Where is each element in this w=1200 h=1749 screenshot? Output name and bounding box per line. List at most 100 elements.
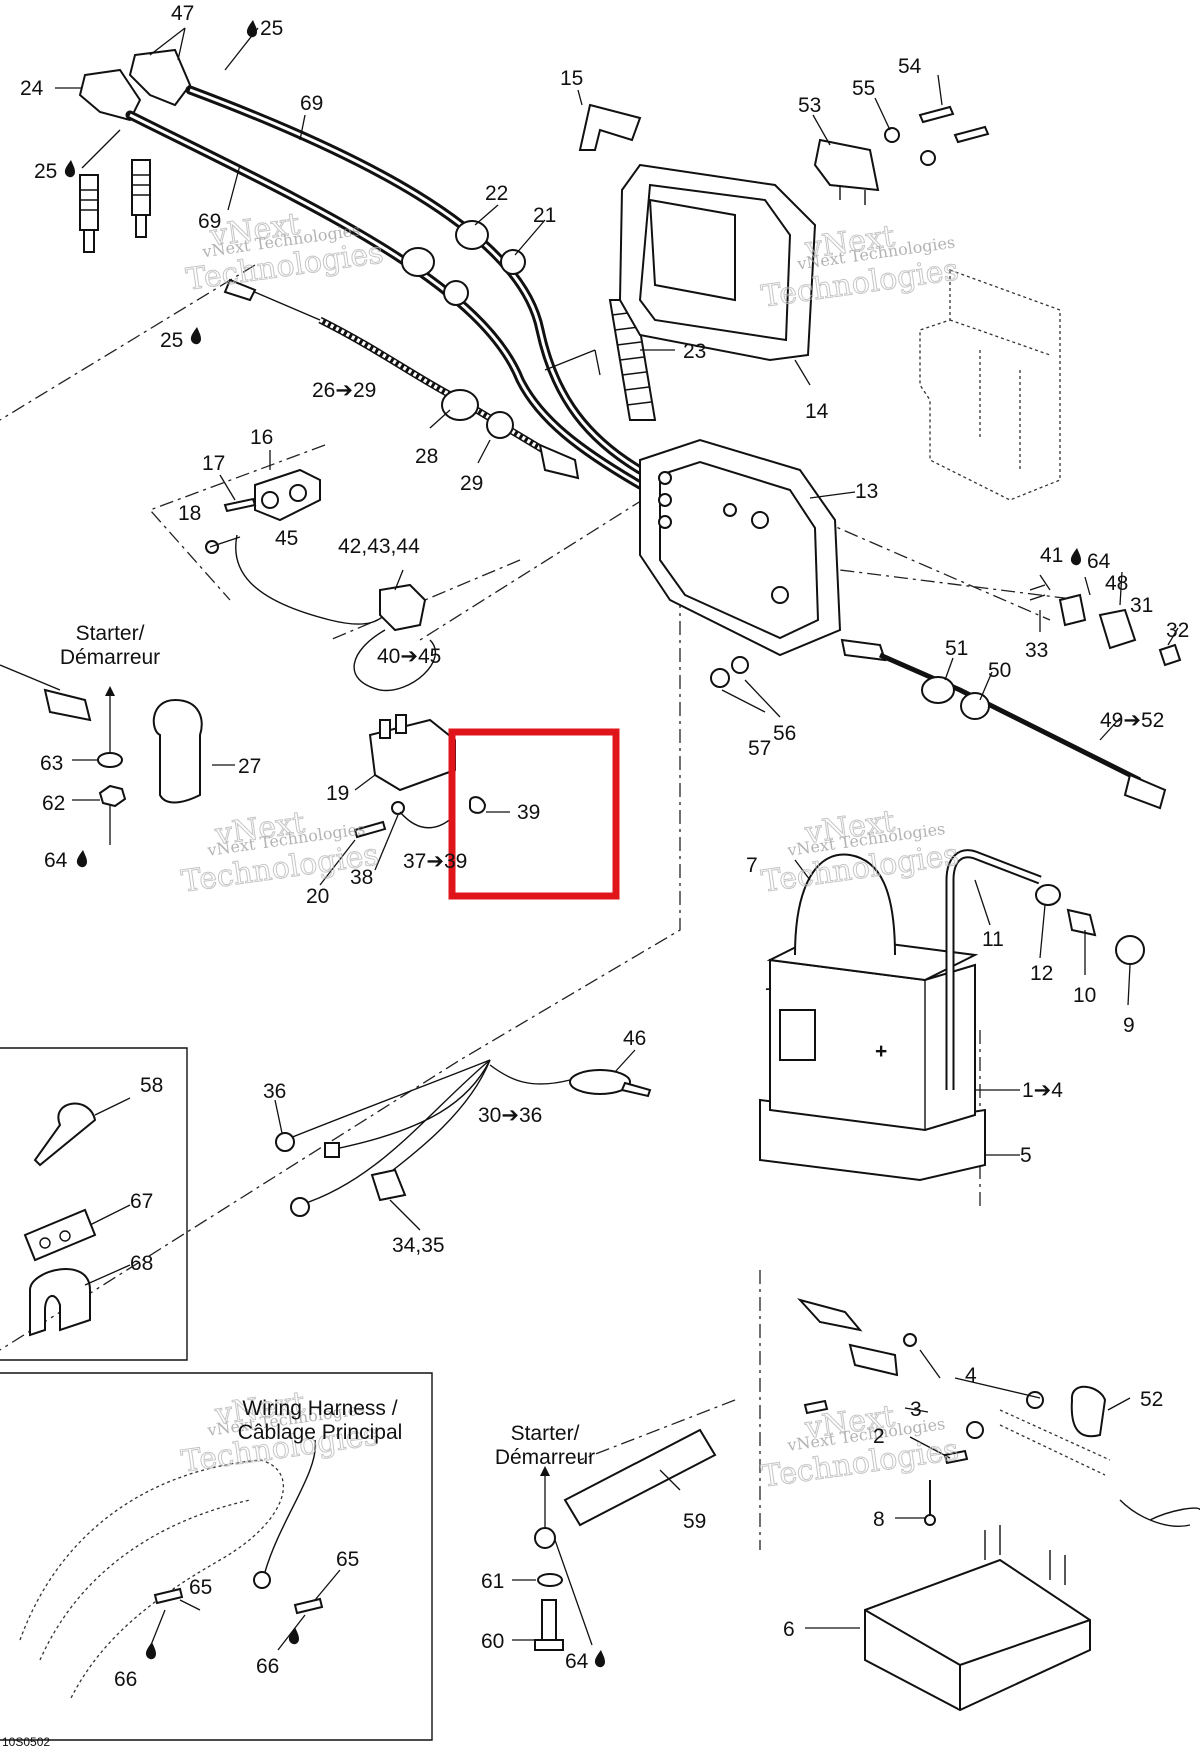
callout-19: 19 xyxy=(326,782,349,805)
callout-65: 65 xyxy=(336,1548,359,1571)
callout-21: 21 xyxy=(533,204,556,227)
starter-caption-line2: Démarreur xyxy=(495,1446,595,1469)
callout-25: 25 xyxy=(34,160,57,183)
callout-65: 65 xyxy=(189,1576,212,1599)
callout-41: 41 xyxy=(1040,544,1063,567)
callout-2: 2 xyxy=(873,1425,885,1448)
callout-26-29: 26➔29 xyxy=(312,379,376,402)
starter-solenoid xyxy=(205,468,391,625)
callout-50: 50 xyxy=(988,659,1011,682)
callout-23: 23 xyxy=(683,340,706,363)
battery-cable xyxy=(840,638,1167,810)
callout-20: 20 xyxy=(306,885,329,908)
callout-69: 69 xyxy=(198,210,221,233)
connector-plug xyxy=(353,583,437,692)
callout-38: 38 xyxy=(350,866,373,889)
callout-11: 11 xyxy=(982,928,1004,951)
voltage-regulator xyxy=(813,105,990,205)
wiring-harness-branch xyxy=(275,1059,491,1217)
reference-lines xyxy=(0,264,1081,1550)
callout-55: 55 xyxy=(852,77,875,100)
nut-washer xyxy=(710,656,749,688)
callout-64: 64 xyxy=(44,849,68,872)
callout-37-39: 37➔39 xyxy=(403,850,467,873)
harness-caption-line1: Wiring Harness / xyxy=(242,1397,397,1420)
callout-56: 56 xyxy=(773,722,796,745)
starter-cable-end xyxy=(0,664,203,808)
callout-30-36: 30➔36 xyxy=(478,1104,542,1127)
callout-7: 7 xyxy=(746,854,758,877)
callout-66: 66 xyxy=(256,1655,279,1678)
inset-harness-box xyxy=(0,1372,433,1741)
clip xyxy=(578,103,642,151)
battery-minus-sign: - xyxy=(765,977,772,1000)
callout-67: 67 xyxy=(130,1190,153,1213)
callout-25: 25 xyxy=(160,329,183,352)
callout-6: 6 xyxy=(783,1618,795,1641)
callout-36: 36 xyxy=(263,1080,286,1103)
callout-64: 64 xyxy=(565,1650,589,1673)
callout-1-4: 1➔4 xyxy=(1022,1079,1063,1102)
callout-54: 54 xyxy=(898,55,922,78)
callout-46: 46 xyxy=(623,1027,646,1050)
leader-lines xyxy=(55,27,1179,1656)
callout-5: 5 xyxy=(1020,1144,1032,1167)
oil-drop-icon xyxy=(594,1650,605,1668)
callout-63: 63 xyxy=(40,752,63,775)
throttle-cable xyxy=(223,278,580,480)
callout-27: 27 xyxy=(238,755,261,778)
electronic-module xyxy=(618,163,817,362)
callout-48: 48 xyxy=(1105,572,1128,595)
oil-drop-icon xyxy=(190,327,201,345)
callout-68: 68 xyxy=(130,1252,153,1275)
callout-9: 9 xyxy=(1123,1014,1135,1037)
callout-53: 53 xyxy=(798,94,821,117)
battery-cable-bottom xyxy=(796,1298,1200,1527)
callout-51: 51 xyxy=(945,637,968,660)
starter-cable-bottom xyxy=(534,1428,717,1651)
electrical-box xyxy=(639,438,842,657)
callout-22: 22 xyxy=(485,182,508,205)
callout-28: 28 xyxy=(415,445,438,468)
callout-25: 25 xyxy=(260,17,283,40)
inset-clips-box xyxy=(0,1047,188,1361)
callout-16: 16 xyxy=(250,426,273,449)
oil-drop-icon xyxy=(1070,548,1081,566)
oil-drop-icon xyxy=(288,1627,299,1645)
callout-59: 59 xyxy=(683,1510,706,1533)
callout-39: 39 xyxy=(517,801,540,824)
callout-10: 10 xyxy=(1073,984,1096,1007)
harness-caption-line2: Câblage Principal xyxy=(238,1421,403,1444)
battery: - + xyxy=(759,849,1145,1182)
ignition-cables xyxy=(125,85,645,490)
callout-34-35: 34,35 xyxy=(392,1234,445,1257)
battery-plus-sign: + xyxy=(875,1040,887,1063)
callout-15: 15 xyxy=(560,67,583,90)
callout-60: 60 xyxy=(481,1630,504,1653)
oil-drop-icon xyxy=(246,20,257,38)
ignition-coil xyxy=(353,714,487,839)
callout-4: 4 xyxy=(965,1364,977,1387)
callout-57: 57 xyxy=(748,737,771,760)
callout-52: 52 xyxy=(1140,1388,1163,1411)
spark-plug-caps xyxy=(78,48,192,253)
callout-42-43-44: 42,43,44 xyxy=(338,535,420,558)
callout-47: 47 xyxy=(171,2,194,25)
callout-49-52: 49➔52 xyxy=(1100,709,1164,732)
callout-45: 45 xyxy=(275,527,298,550)
callout-61: 61 xyxy=(481,1570,504,1593)
starter-caption-line1: Starter/ xyxy=(76,622,145,645)
oil-drop-icon xyxy=(64,160,75,178)
callout-17: 17 xyxy=(202,452,225,475)
callout-69: 69 xyxy=(300,92,323,115)
callout-64: 64 xyxy=(1087,550,1111,573)
fuse-holder xyxy=(1029,584,1182,667)
callout-40-45: 40➔45 xyxy=(377,645,441,668)
drawing-code: 10S0502 xyxy=(2,1735,50,1749)
callout-8: 8 xyxy=(873,1508,885,1531)
callout-13: 13 xyxy=(855,480,878,503)
starter-caption-line1: Starter/ xyxy=(511,1422,580,1445)
callout-24: 24 xyxy=(20,77,44,100)
oil-drop-icon xyxy=(76,850,87,868)
